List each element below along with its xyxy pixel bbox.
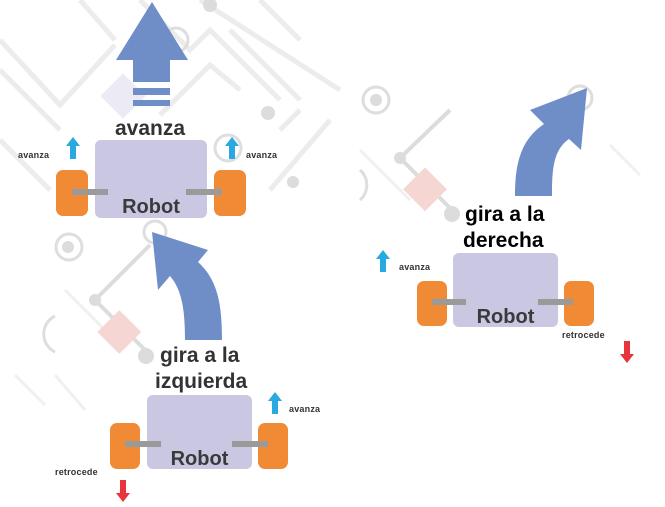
panel-forward: avanza avanza avanza Robot: [0, 0, 330, 225]
left-wheel-label: avanza: [18, 150, 50, 160]
caption-turn-right-line2: derecha: [463, 229, 544, 252]
right-axle: [186, 189, 222, 195]
circuit-nodes: [62, 0, 460, 364]
circuit-arc: [358, 168, 369, 202]
left-axle: [125, 441, 161, 447]
big-turn-right-arrow-icon: [515, 88, 587, 196]
diamond-pink: [97, 310, 142, 354]
diamond-lavender: [100, 73, 146, 119]
forward-arrow-icon: [268, 392, 282, 414]
right-wheel-label: retrocede: [562, 330, 605, 340]
forward-arrow-icon: [66, 137, 80, 159]
caption-turn-right-line1: gira a la: [465, 203, 545, 226]
right-wheel-label: avanza: [246, 150, 278, 160]
left-wheel-label: avanza: [399, 262, 431, 272]
big-turn-left-arrow-icon: [152, 232, 222, 340]
robot-body: Robot: [147, 395, 252, 470]
caption-turn-left-line2: izquierda: [155, 370, 248, 393]
diamond-pink: [403, 167, 447, 212]
circuit-arc: [42, 314, 56, 354]
left-axle: [432, 299, 466, 305]
robot-body: Robot: [453, 253, 558, 328]
right-axle: [232, 441, 268, 447]
forward-arrow-icon: [225, 137, 239, 159]
panel-turn-right: gira a la derecha avanza retrocede Robot: [340, 60, 665, 370]
robot-label: Robot: [170, 448, 229, 470]
caption-turn-left-line1: gira a la: [160, 344, 240, 367]
robot-label: Robot: [122, 196, 180, 218]
backward-arrow-icon: [620, 341, 634, 363]
panel-turn-left: gira a la izquierda avanza retrocede Rob…: [55, 344, 321, 502]
forward-arrow-icon: [376, 250, 390, 272]
big-forward-arrow-icon: [116, 2, 188, 106]
robot-label: Robot: [476, 306, 535, 328]
caption-forward: avanza: [115, 117, 186, 140]
backward-arrow-icon: [116, 480, 130, 502]
robot-body: Robot: [95, 140, 207, 218]
right-axle: [538, 299, 573, 305]
left-axle: [72, 189, 108, 195]
left-wheel-label: retrocede: [55, 467, 98, 477]
right-wheel-label: avanza: [289, 404, 321, 414]
